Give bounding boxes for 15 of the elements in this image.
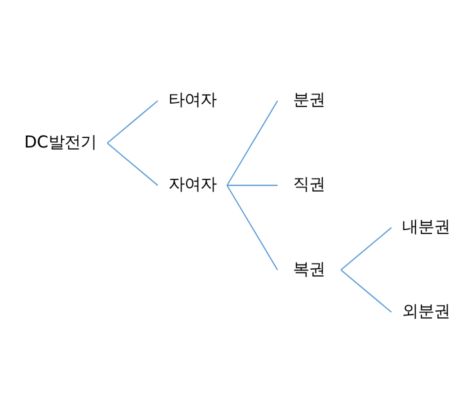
connector xyxy=(340,269,392,313)
node-text: 자여자 xyxy=(168,174,216,194)
node-text: 외분권 xyxy=(402,302,450,321)
connector xyxy=(226,100,278,186)
connector xyxy=(227,184,278,186)
connector xyxy=(106,142,158,186)
node-text: DC발전기 xyxy=(24,132,96,152)
connector xyxy=(106,100,158,144)
node-text: 분권 xyxy=(293,90,326,110)
connector xyxy=(226,185,278,270)
node-text: 복권 xyxy=(293,259,326,278)
connector xyxy=(340,227,392,270)
node-text: 타여자 xyxy=(168,90,216,110)
node-text: 내분권 xyxy=(402,216,450,236)
node-text: 직권 xyxy=(293,174,326,194)
